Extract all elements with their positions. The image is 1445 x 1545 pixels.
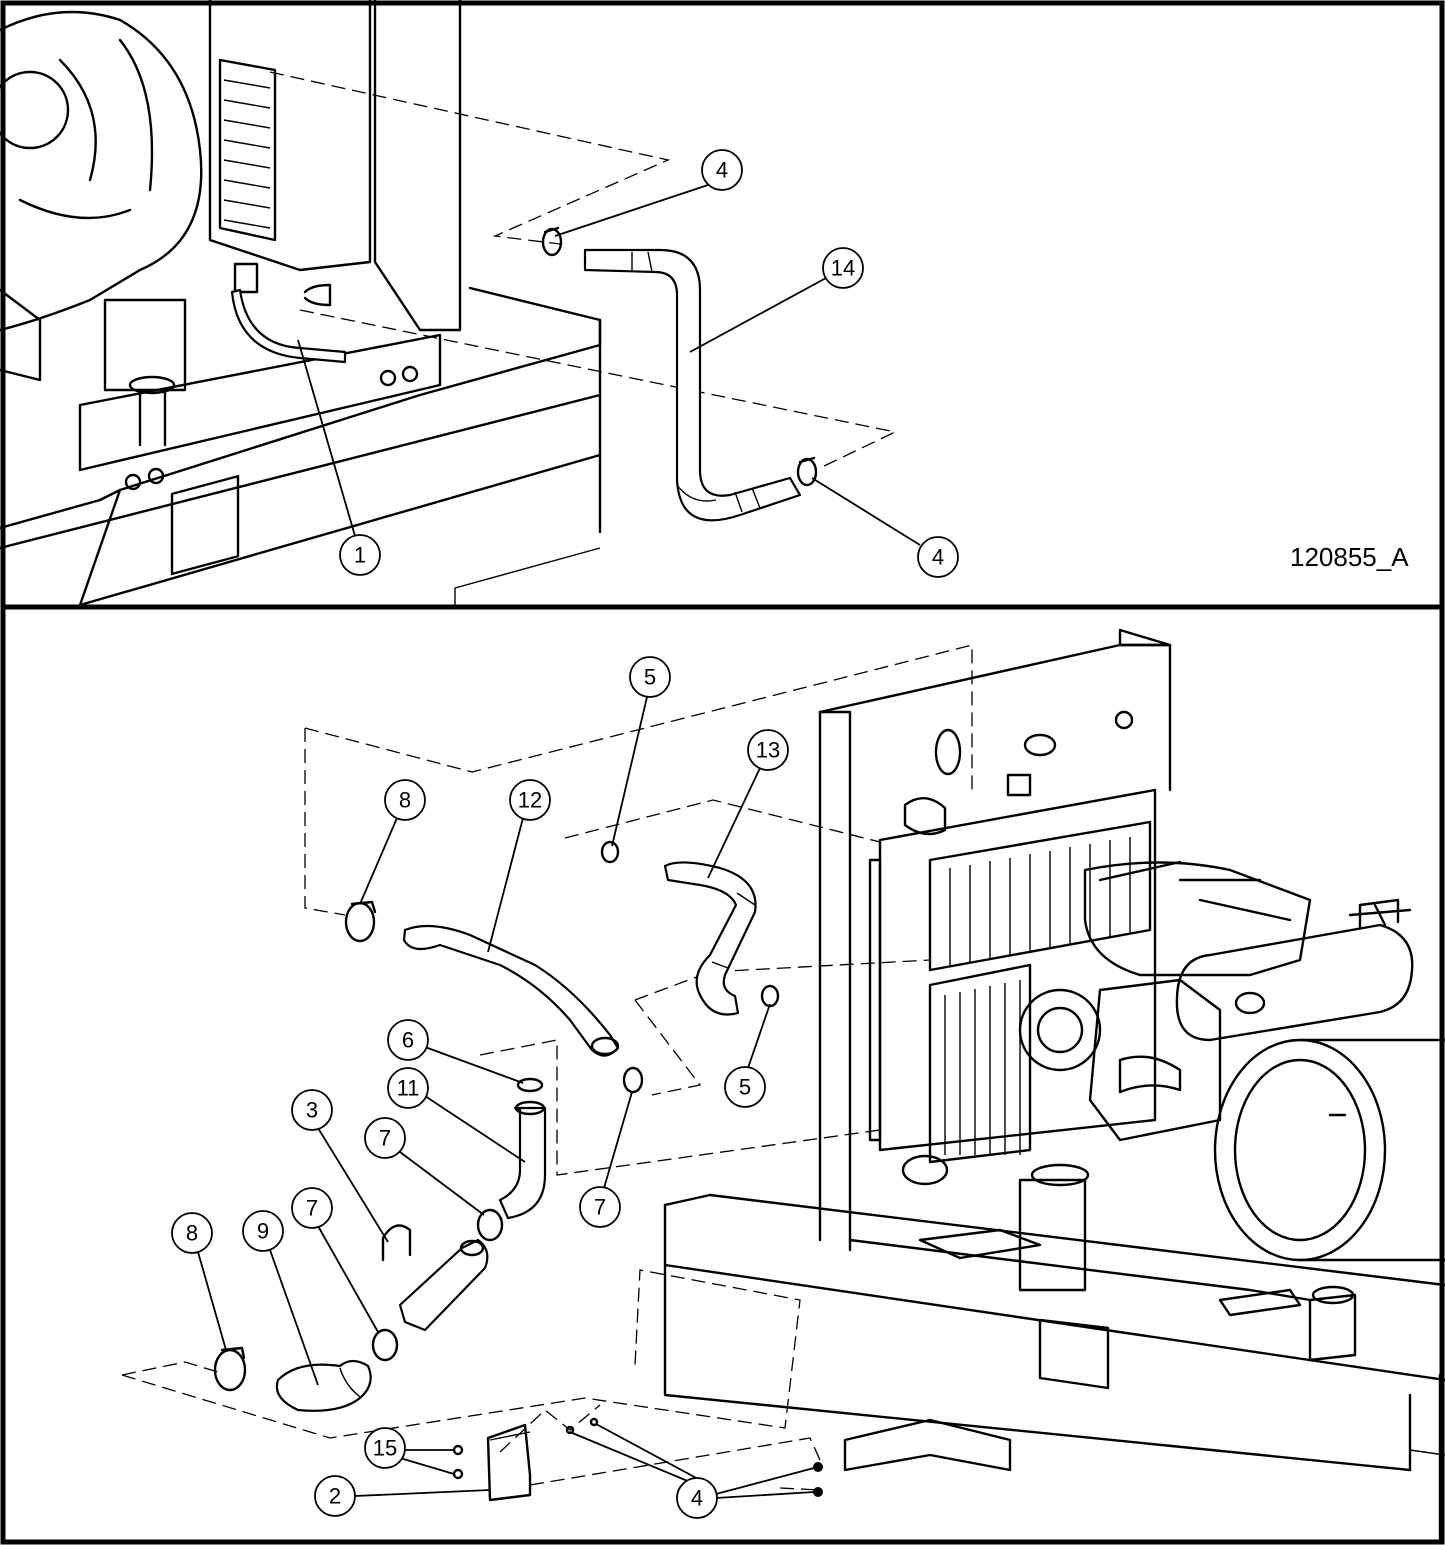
bottom-panel-frame [0, 604, 1445, 1545]
hose-14 [583, 248, 802, 522]
callout-bottom-6: 6 [387, 1019, 524, 1084]
callout-bottom-4: 4 [569, 1423, 815, 1519]
svg-text:1: 1 [354, 543, 366, 568]
bottom-generator-frame [663, 628, 1445, 1542]
callout-top-4-lower: 4 [811, 477, 959, 578]
callout-top-1: 1 [297, 339, 381, 576]
drawing-id: 120855_A [1290, 542, 1409, 572]
svg-text:8: 8 [399, 788, 411, 813]
clamp-6 [516, 1077, 544, 1093]
svg-text:5: 5 [644, 665, 656, 690]
callout-bottom-7-right: 7 [579, 1091, 633, 1228]
callout-bottom-9: 9 [242, 1210, 319, 1386]
svg-text:3: 3 [306, 1098, 318, 1123]
clamp-5-upper [600, 840, 620, 864]
clamp-7-upper [622, 1066, 644, 1094]
clamp-7-lower [371, 1328, 399, 1362]
hose-1 [230, 288, 347, 364]
callout-bottom-8-upper: 8 [359, 779, 426, 905]
bottom-access-plate [1038, 1318, 1110, 1390]
hose-11 [498, 1106, 547, 1220]
callout-bottom-15: 15 [364, 1427, 455, 1475]
clamp-4-lower [796, 456, 818, 487]
hose-10 [398, 1238, 489, 1332]
callout-top-4-upper: 4 [554, 149, 743, 237]
callout-top-14: 14 [689, 247, 864, 353]
svg-text:7: 7 [379, 1126, 391, 1151]
svg-text:13: 13 [756, 738, 780, 763]
callout-bottom-13: 13 [707, 729, 789, 879]
top-generator-frame [0, 0, 602, 607]
callout-bottom-7-middle: 7 [364, 1117, 485, 1216]
svg-text:6: 6 [402, 1028, 414, 1053]
u-bolt-3 [381, 1224, 412, 1262]
nut-4-b [589, 1417, 599, 1427]
svg-text:7: 7 [594, 1195, 606, 1220]
nut-4-d [813, 1487, 823, 1497]
callout-bottom-12: 12 [487, 779, 551, 953]
callout-bottom-2: 2 [314, 1475, 491, 1517]
svg-text:5: 5 [739, 1075, 751, 1100]
svg-text:11: 11 [397, 1076, 420, 1101]
nut-4-a [565, 1425, 575, 1435]
callout-bottom-8-lower: 8 [171, 1212, 227, 1351]
hose-13 [663, 861, 757, 1016]
svg-text:9: 9 [257, 1219, 269, 1244]
callout-bottom-3: 3 [291, 1089, 389, 1243]
clamp-7-middle [476, 1208, 504, 1242]
callout-bottom-11: 11 [387, 1067, 526, 1163]
svg-text:14: 14 [831, 256, 855, 281]
svg-text:12: 12 [518, 788, 542, 813]
svg-text:15: 15 [373, 1436, 397, 1461]
hose-12 [402, 924, 620, 1057]
svg-text:8: 8 [186, 1221, 198, 1246]
nut-4-c [813, 1462, 823, 1472]
svg-text:2: 2 [329, 1484, 341, 1509]
hose-9 [275, 1359, 372, 1412]
svg-text:4: 4 [932, 545, 944, 570]
svg-text:4: 4 [691, 1486, 703, 1511]
clamp-4-upper [541, 226, 563, 257]
callout-bottom-5-lower: 5 [724, 1003, 771, 1108]
callout-bottom-5-upper: 5 [611, 656, 671, 847]
callout-bottom-7-lower: 7 [291, 1187, 379, 1333]
svg-text:7: 7 [306, 1196, 318, 1221]
clamp-8-lower [213, 1346, 247, 1392]
svg-text:4: 4 [716, 158, 728, 183]
top-access-plate [170, 474, 240, 576]
